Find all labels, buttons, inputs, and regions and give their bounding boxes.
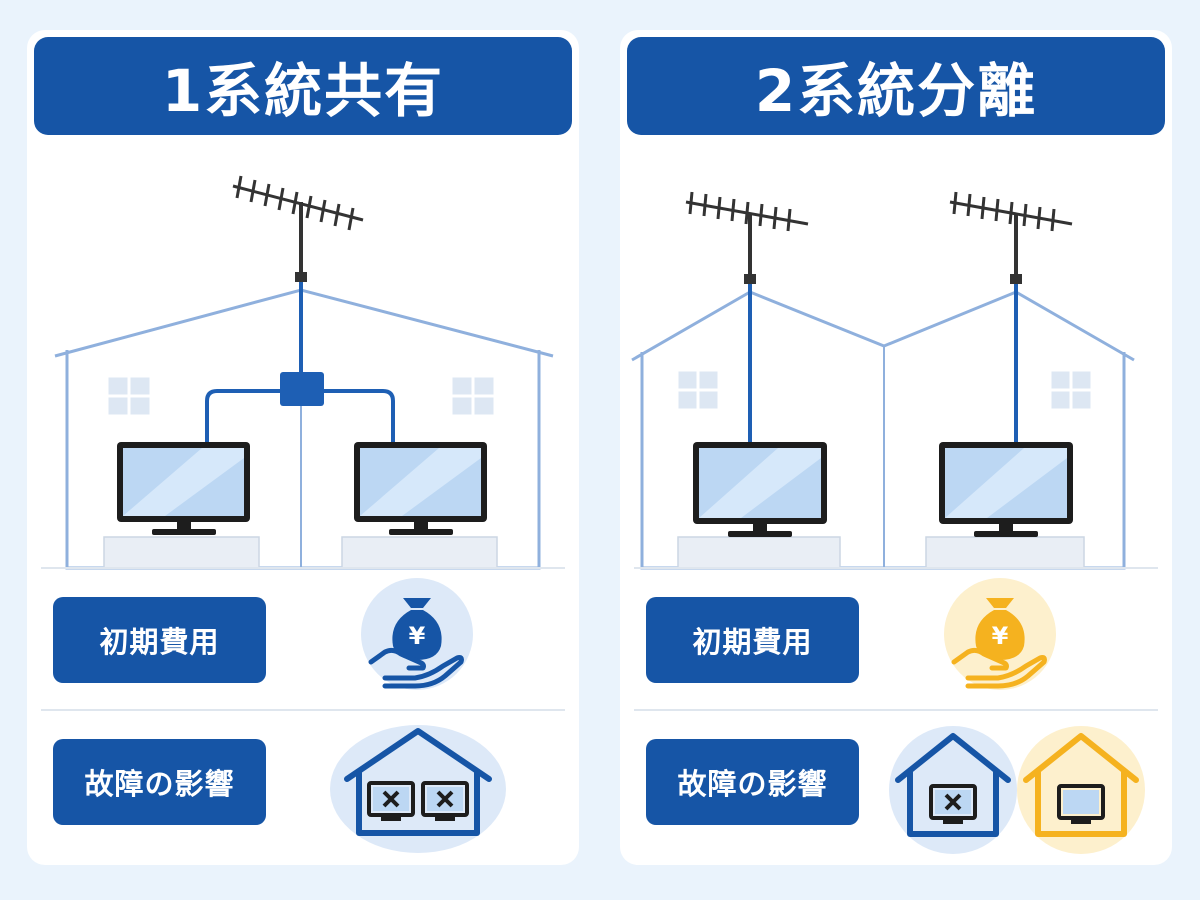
money-bag-hand-icon: ¥ [944, 578, 1056, 690]
initial-cost-label: 初期費用 [53, 597, 266, 683]
row-divider [41, 567, 565, 569]
row-divider [634, 567, 1158, 569]
shared-antenna-house-illustration [54, 175, 554, 570]
window-icon [105, 374, 153, 418]
separate-antennas-houses-illustration [631, 191, 1135, 570]
svg-text:¥: ¥ [409, 622, 426, 650]
svg-text:¥: ¥ [992, 622, 1009, 650]
failure-impact-label: 故障の影響 [53, 739, 266, 825]
splitter-icon [280, 372, 324, 406]
antenna-icon [232, 175, 364, 275]
failure-impact-label: 故障の影響 [646, 739, 859, 825]
row-divider [41, 709, 565, 711]
row-divider [634, 709, 1158, 711]
money-bag-hand-icon: ¥ [361, 578, 473, 690]
house-working-tv-icon [1017, 726, 1145, 854]
tv-icon [693, 442, 827, 537]
tv-icon [354, 442, 487, 535]
tv-stand [341, 536, 498, 569]
antenna-icon [949, 191, 1073, 278]
shared-system-panel: 1系統共有 [27, 30, 579, 865]
separate-system-panel: 2系統分離 [620, 30, 1172, 865]
initial-cost-label: 初期費用 [646, 597, 859, 683]
antenna-icon [685, 191, 809, 278]
panel-title: 2系統分離 [627, 37, 1165, 135]
window-icon [449, 374, 497, 418]
house-broken-tv-icon [889, 726, 1017, 854]
coax-cable [205, 282, 395, 442]
house-outline [54, 288, 554, 570]
house-outline [631, 290, 1135, 570]
coax-cable [748, 284, 1018, 442]
tv-stand [103, 536, 260, 569]
tv-icon [939, 442, 1073, 537]
tv-stand [925, 536, 1085, 569]
house-two-broken-tvs-icon [330, 725, 506, 853]
window-icon [675, 368, 721, 412]
tv-icon [117, 442, 250, 535]
panel-title: 1系統共有 [34, 37, 572, 135]
window-icon [1048, 368, 1094, 412]
tv-stand [677, 536, 841, 569]
